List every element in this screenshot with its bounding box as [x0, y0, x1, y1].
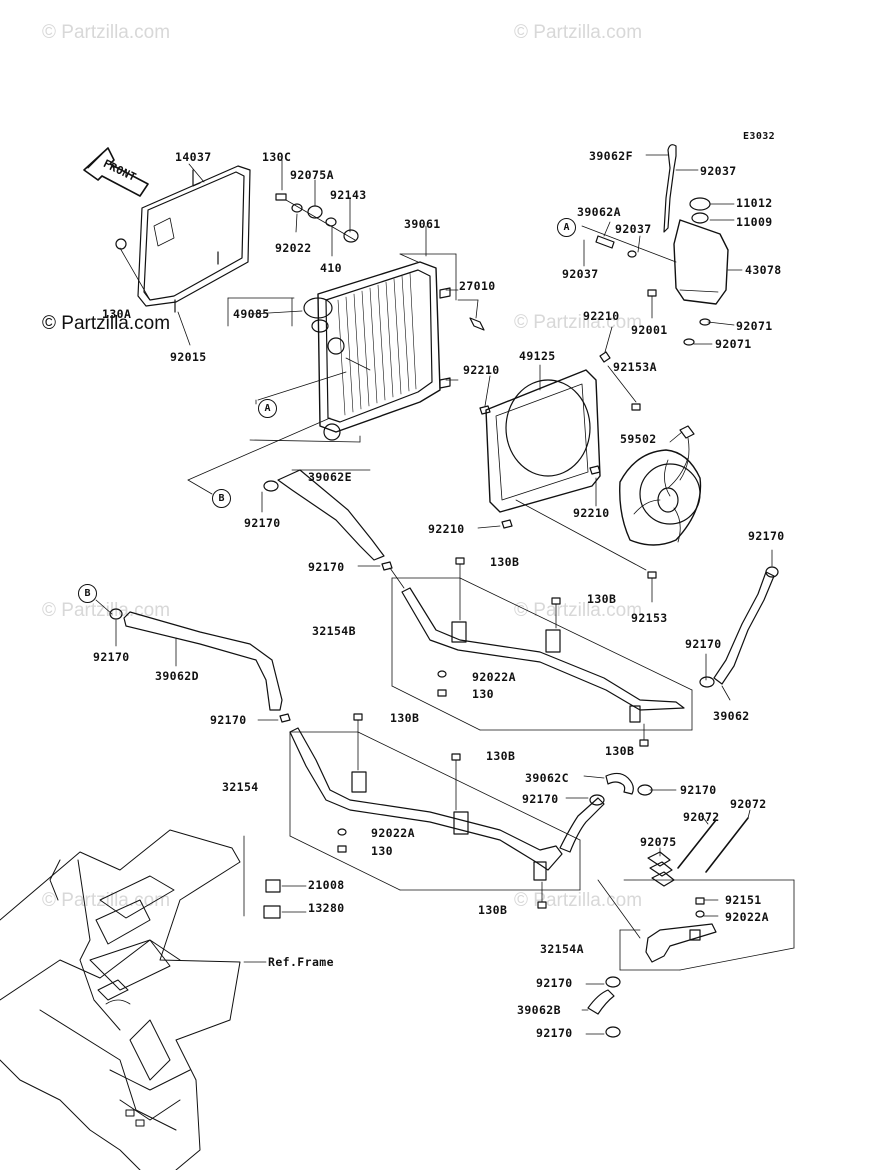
part-label: 92170: [522, 792, 559, 806]
part-label: 130B: [605, 744, 635, 758]
part-label: 92210: [463, 363, 500, 377]
watermark: © Partzilla.com: [514, 312, 643, 333]
part-label: 13280: [308, 901, 345, 915]
watermark-dark: © Partzilla.com: [42, 313, 171, 334]
part-label: 92037: [700, 164, 737, 178]
part-label: 92170: [680, 783, 717, 797]
part-label: 14037: [175, 150, 212, 164]
part-label: 39062E: [308, 470, 352, 484]
part-label: 92210: [573, 506, 610, 520]
part-label: 92153: [631, 611, 668, 625]
part-label: 92022A: [472, 670, 516, 684]
part-label: 130A: [102, 307, 132, 321]
part-label: 39061: [404, 217, 441, 231]
part-label: 92072: [683, 810, 720, 824]
part-label: 39062F: [589, 149, 633, 163]
part-label: 49085: [233, 307, 270, 321]
radiator: [311, 261, 451, 441]
frame: [0, 829, 241, 1170]
part-label: 39062A: [577, 205, 621, 219]
part-label: 92170: [210, 713, 247, 727]
part-label: 130B: [486, 749, 516, 763]
callout-b: B: [78, 584, 97, 603]
part-label: Ref.Frame: [268, 955, 334, 969]
part-label: 39062: [713, 709, 750, 723]
part-label: 92170: [685, 637, 722, 651]
part-label: 32154B: [312, 624, 356, 638]
part-label: 130C: [262, 150, 292, 164]
part-label: 130: [371, 844, 393, 858]
part-label: 92170: [93, 650, 130, 664]
part-label: 32154: [222, 780, 259, 794]
part-label: 92022A: [371, 826, 415, 840]
part-label: 11012: [736, 196, 773, 210]
part-label: 27010: [459, 279, 496, 293]
part-label: 92022A: [725, 910, 769, 924]
hose-39062E: [277, 469, 385, 561]
part-label: 92072: [730, 797, 767, 811]
part-label: 39062B: [517, 1003, 561, 1017]
pipe-32154B: [401, 587, 685, 723]
part-label: 92170: [536, 1026, 573, 1040]
hose-39062D: [123, 611, 283, 711]
callout-a: A: [258, 399, 277, 418]
part-label: 92075A: [290, 168, 334, 182]
part-label: 92015: [170, 350, 207, 364]
watermark: © Partzilla.com: [514, 600, 643, 621]
part-label: 92143: [330, 188, 367, 202]
part-label: 130B: [478, 903, 508, 917]
part-label: 92170: [748, 529, 785, 543]
radiator-fan: [619, 425, 702, 546]
part-label: 130B: [490, 555, 520, 569]
watermark: © Partzilla.com: [42, 600, 171, 621]
part-label: 21008: [308, 878, 345, 892]
part-label: 92151: [725, 893, 762, 907]
pipe-32154A: [645, 923, 717, 963]
part-label: 92210: [583, 309, 620, 323]
part-label: 92170: [536, 976, 573, 990]
part-label: 130B: [390, 711, 420, 725]
part-label: 92037: [562, 267, 599, 281]
part-label: 130B: [587, 592, 617, 606]
part-label: 92170: [308, 560, 345, 574]
part-label: 92071: [715, 337, 752, 351]
reservoir-tank: [673, 197, 729, 346]
part-label: 92075: [640, 835, 677, 849]
part-label: 43078: [745, 263, 782, 277]
callout-b: B: [212, 489, 231, 508]
part-label: 39062D: [155, 669, 199, 683]
part-label: 92001: [631, 323, 668, 337]
watermark: © Partzilla.com: [42, 22, 171, 43]
radiator-screen: [137, 165, 251, 313]
hose-39062: [713, 571, 775, 685]
front-arrow-icon: [83, 147, 149, 197]
watermark: © Partzilla.com: [42, 890, 171, 911]
part-label: 92210: [428, 522, 465, 536]
part-label: 92022: [275, 241, 312, 255]
part-label: 92037: [615, 222, 652, 236]
diagram-code: E3032: [743, 131, 776, 142]
part-label: 130: [472, 687, 494, 701]
fan-shroud: [485, 369, 601, 513]
part-label: 92071: [736, 319, 773, 333]
part-label: 410: [320, 261, 342, 275]
part-label: 32154A: [540, 942, 584, 956]
part-label: 11009: [736, 215, 773, 229]
callout-a: A: [557, 218, 576, 237]
part-label: 92170: [244, 516, 281, 530]
part-label: 39062C: [525, 771, 569, 785]
part-label: 49125: [519, 349, 556, 363]
part-label: 92153A: [613, 360, 657, 374]
part-label: 59502: [620, 432, 657, 446]
watermark: © Partzilla.com: [514, 22, 643, 43]
